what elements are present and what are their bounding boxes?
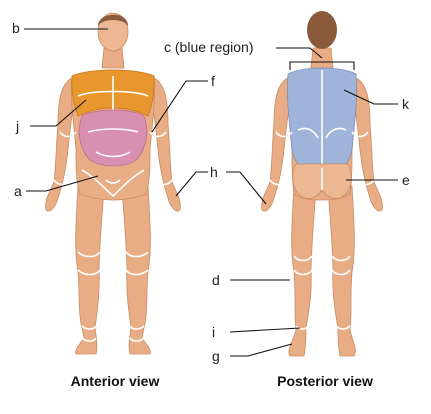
label-d: d — [212, 272, 220, 288]
anterior-head — [97, 12, 129, 52]
bracket-c — [289, 61, 355, 70]
posterior-figure — [261, 11, 383, 357]
label-f: f — [211, 73, 215, 89]
leader-i — [229, 327, 301, 333]
posterior-left-arm — [261, 77, 293, 212]
anterior-figure — [45, 12, 181, 355]
leader-a — [26, 175, 99, 192]
caption-anterior-view: Anterior view — [71, 373, 160, 389]
anterior-left-arm — [149, 77, 181, 212]
leader-h-anterior — [175, 171, 208, 197]
anterior-right-leg — [75, 185, 105, 355]
posterior-right-arm — [351, 77, 383, 212]
leader-lines — [24, 28, 398, 357]
label-a: a — [14, 183, 22, 199]
label-j: j — [15, 118, 19, 134]
anterior-left-leg — [121, 185, 151, 355]
anterior-hair — [98, 14, 128, 26]
labels: b j a f h c (blue region) k e d i g — [12, 20, 410, 364]
posterior-head — [307, 11, 337, 49]
label-g: g — [212, 348, 220, 364]
leader-j — [30, 99, 87, 127]
leader-h-posterior — [226, 171, 267, 205]
anterior-abdomen-region — [78, 109, 148, 167]
caption-posterior-view: Posterior view — [277, 373, 373, 389]
label-c: c (blue region) — [164, 39, 254, 55]
label-e: e — [402, 172, 410, 188]
leader-f — [151, 80, 208, 133]
leader-g — [230, 343, 293, 357]
posterior-right-leg — [327, 185, 356, 357]
label-h: h — [210, 164, 218, 180]
label-k: k — [402, 96, 410, 112]
label-i: i — [212, 324, 215, 340]
label-b: b — [12, 20, 20, 36]
leader-c — [276, 47, 323, 59]
leader-k — [343, 89, 398, 105]
